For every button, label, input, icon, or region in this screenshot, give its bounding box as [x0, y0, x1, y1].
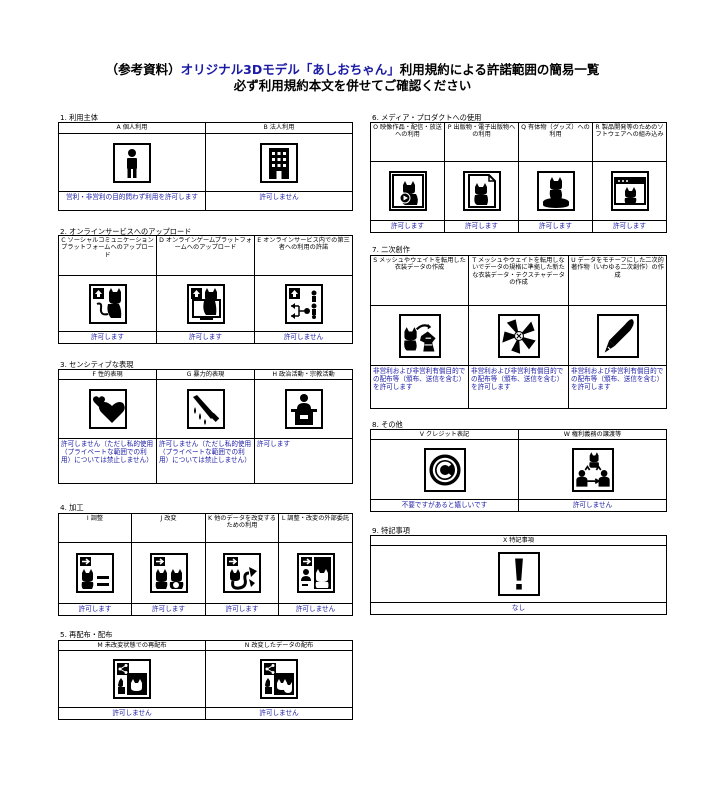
note-publication: 許可します	[444, 220, 519, 233]
col-header-publication: P 出版物・電子出版物への利用	[444, 122, 519, 162]
hearts-icon	[88, 389, 127, 429]
note-social-upload: 許可します	[58, 331, 157, 344]
section-media: O 映像作品・配信・放送への利用 P 出版物・電子出版物への利用 Q 有体物（グ…	[370, 122, 667, 233]
section-title-other: 8. その他	[372, 420, 403, 429]
new-clothing-icon	[497, 313, 540, 358]
col-header-credit: V クレジット表記	[370, 429, 519, 440]
section-online-upload: C ソーシャルコミュニケーションプラットフォームへのアップロード D オンライン…	[58, 235, 353, 344]
col-header-transfer: W 権利義務の譲渡等	[518, 429, 667, 440]
section-title-online-upload: 2. オンラインサービスへのアップロード	[60, 227, 192, 236]
note-mesh-clothing: 非営利および非営利有償目的での配布等（頒布、送信を含む）を許可します	[370, 365, 469, 409]
note-political: 許可します	[254, 438, 353, 484]
section-processing: I 調整 J 改変 K 他のデータを改変するための利用 L 調整・改変の外部委託…	[58, 513, 353, 616]
section-title-processing: 4. 加工	[60, 503, 84, 512]
note-third-party: 許可しません	[254, 331, 353, 344]
section-title-derivative: 7. 二次創作	[372, 245, 410, 254]
title-prefix: （参考資料）	[105, 62, 181, 77]
adjust-icon	[76, 553, 114, 593]
col-header-other-data: K 他のデータを改変するための利用	[205, 513, 279, 543]
mesh-clothing-icon	[398, 313, 441, 358]
fan-art-icon	[596, 313, 639, 358]
col-header-goods: Q 有体物（グッズ）への利用	[518, 122, 593, 162]
note-credit: 不要ですがあると嬉しいです	[370, 499, 519, 512]
note-transfer: 許可しません	[518, 499, 667, 512]
upload-social-icon	[88, 283, 127, 324]
publication-icon	[462, 171, 501, 211]
title-model-name: オリジナル3Dモデル「あしおちゃん」	[180, 62, 400, 77]
col-header-modified: N 改変したデータの配布	[205, 640, 353, 651]
exclamation-icon	[497, 552, 540, 596]
note-adjust: 許可します	[58, 603, 132, 616]
outsource-icon	[296, 553, 335, 593]
video-icon	[388, 171, 427, 211]
col-header-video: O 映像作品・配信・放送への利用	[370, 122, 445, 162]
note-outsource: 許可しません	[278, 603, 353, 616]
col-header-special: X 特記事項	[370, 535, 667, 546]
section-other: V クレジット表記 W 権利義務の譲渡等 不要ですがあると嬉しいです 許可しませ…	[370, 429, 667, 512]
section-derivative: S メッシュやウェイトを転用した衣装データの作成 T メッシュやウェイトを転用し…	[370, 255, 667, 409]
section-title-special: 9. 特記事項	[372, 526, 410, 535]
section-special: X 特記事項 なし	[370, 535, 667, 615]
title-suffix: 利用規約による許諾範囲の簡易一覧	[399, 62, 600, 77]
col-header-social-upload: C ソーシャルコミュニケーションプラットフォームへのアップロード	[58, 235, 157, 276]
col-header-third-party: E オンラインサービス内での第三者への利用の許諾	[254, 235, 353, 276]
note-fan-art: 非営利および非営利有償目的での配布等（頒布、送信を含む）を許可します	[568, 365, 667, 409]
share-modified-icon	[260, 659, 298, 699]
col-header-modify: J 改変	[131, 513, 206, 543]
note-corporate: 許可しません	[205, 191, 353, 211]
transform-icon	[223, 553, 261, 593]
copyright-icon	[423, 447, 466, 492]
transfer-icon	[571, 447, 614, 492]
section-title-redistribution: 5. 再配布・配布	[60, 630, 113, 639]
building-icon	[260, 142, 298, 183]
col-header-mesh-clothing: S メッシュやウェイトを転用した衣装データの作成	[370, 255, 469, 306]
note-software: 許可します	[592, 220, 667, 233]
note-new-clothing: 非営利および非営利有償目的での配布等（頒布、送信を含む）を許可します	[468, 365, 569, 409]
podium-icon	[284, 389, 323, 429]
col-header-new-clothing: T メッシュやウェイトを転用しないでデータの規格に準拠した新たな衣装データ・テク…	[468, 255, 569, 306]
bloody-knife-icon	[186, 389, 225, 429]
col-header-violent: G 暴力的表現	[156, 369, 255, 380]
note-game-upload: 許可します	[156, 331, 255, 344]
note-personal: 営利・非営利の目的問わず利用を許可します	[58, 191, 206, 211]
note-sexual: 許可しません（ただし私的使用（プライベートな範囲での利用）については禁止しません…	[58, 438, 157, 484]
col-header-unmodified: M 未改変状態での再配布	[58, 640, 206, 651]
share-third-party-icon	[284, 283, 323, 324]
section-usage-subject: A 個人利用 B 法人利用 営利・非営利の目的問わず利用を許可します 許可しませ…	[58, 122, 353, 211]
note-modified: 許可しません	[205, 707, 353, 720]
col-header-fan-art: U データをモチーフにした二次的著作物（いわゆる二次創作）の作成	[568, 255, 667, 306]
note-special: なし	[370, 602, 667, 615]
col-header-outsource: L 調整・改変の外部委託	[278, 513, 353, 543]
page-title: （参考資料）オリジナル3Dモデル「あしおちゃん」利用規約による許諾範囲の簡易一覧	[0, 59, 705, 78]
section-sensitive: F 性的表現 G 暴力的表現 H 政治活動・宗教活動 許可しません（ただし私的使…	[58, 369, 353, 484]
section-title-usage-subject: 1. 利用主体	[60, 113, 98, 122]
col-header-sexual: F 性的表現	[58, 369, 157, 380]
upload-game-icon	[186, 283, 225, 324]
section-redistribution: M 未改変状態での再配布 N 改変したデータの配布 許可しません 許可しません	[58, 640, 353, 720]
software-icon	[610, 171, 649, 211]
note-modify: 許可します	[131, 603, 206, 616]
person-icon	[113, 142, 151, 183]
page-subtitle: 必ず利用規約本文を併せてご確認ください	[233, 78, 472, 93]
modify-icon	[149, 553, 188, 593]
note-video: 許可します	[370, 220, 445, 233]
section-title-media: 6. メディア・プロダクトへの使用	[372, 113, 482, 122]
col-header-software: R 製品開発等のためのソフトウェアへの組み込み	[592, 122, 667, 162]
col-header-personal: A 個人利用	[58, 122, 206, 134]
col-header-political: H 政治活動・宗教活動	[254, 369, 353, 380]
col-header-adjust: I 調整	[58, 513, 132, 543]
note-unmodified: 許可しません	[58, 707, 206, 720]
note-violent: 許可しません（ただし私的使用（プライベートな範囲での利用）については禁止しません…	[156, 438, 255, 484]
col-header-corporate: B 法人利用	[205, 122, 353, 134]
goods-icon	[536, 171, 575, 211]
share-unmodified-icon	[113, 659, 151, 699]
col-header-game-upload: D オンラインゲームプラットフォームへのアップロード	[156, 235, 255, 276]
note-other-data: 許可します	[205, 603, 279, 616]
section-title-sensitive: 3. センシティブな表現	[60, 360, 134, 369]
note-goods: 許可します	[518, 220, 593, 233]
